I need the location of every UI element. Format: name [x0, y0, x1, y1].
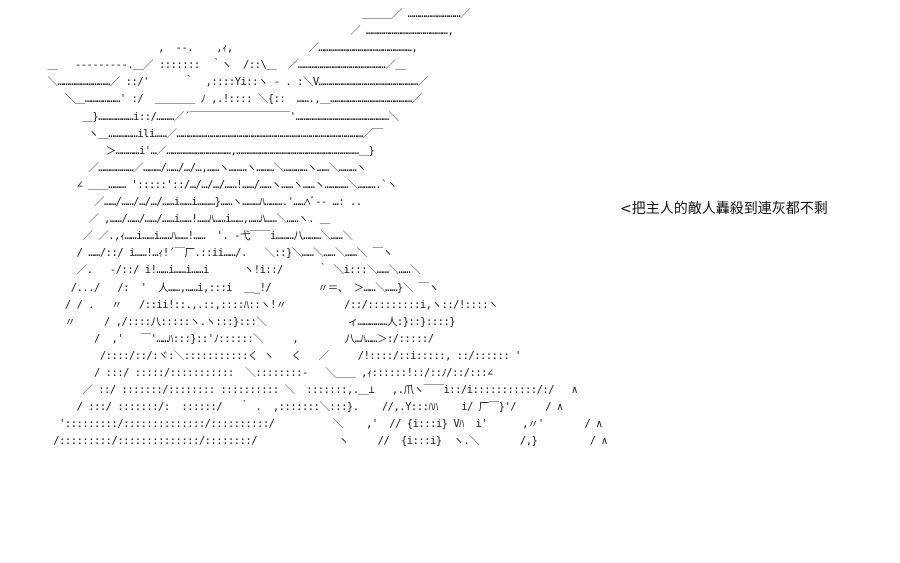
ascii-art-line: , ‐-. ,ｨ, ／…………………………………………, — [30, 42, 418, 55]
ascii-art-line: ／ ::/ :::::::/:::::::: :::::::::: ＼ ::::… — [30, 384, 578, 397]
ascii-art-line: / ,' ￣'……ﾊ:::}::'ﾉ::::::＼ , 八…ﾊ……＞:/::::… — [30, 332, 434, 345]
ascii-art-line: ／………………／………/……/…/…,……ヽ………ヽ………＼…………ヽ……＼……… — [30, 161, 367, 174]
ascii-art-line: ／ ……………………………………, — [30, 25, 454, 38]
ascii-art-line: ＿ ‐‐‐‐‐‐‐‐-.＿／ ::::::: ｀ヽ /::\＿ ／…………………… — [30, 59, 406, 72]
ascii-art-line: ／……/……/…/…/……i……i………}……ヽ………ﾊ……….'……ﾍﾞ-‐ … — [30, 196, 362, 209]
ascii-art-line: ／. ‐/::/ i!……i……i……i ヽ!i::/ ｀ ＼i:::＼……＼…… — [30, 264, 421, 277]
ascii-art-line: /.../ /: ' 人……,……i,:::i ＿_!/ 〃＝、 ＞……＼……}… — [30, 281, 439, 294]
ascii-art-line: ＿＿＿／ ………………………／ — [30, 8, 471, 20]
speech-text: <把主人的敵人轟殺到連灰都不剩 — [620, 201, 828, 217]
ascii-art-line: / ……/::/ i……!…ｨ!´￣厂.::ii……/. ＼::}＼……＼……＼… — [30, 247, 393, 260]
ascii-art-line: ヽ＿……………ili……／………………………………………………………………………… — [30, 127, 383, 140]
ascii-art-line: ／ ／.,ｨ……i……i……ﾊ……!…… '. ‐弋￣￣i………八………＼……＼ — [30, 230, 353, 243]
ascii-art-line: ／ ,……/……/……/……i……!……ﾊ……i……,……ﾊ……＼……ヽ. ＿ — [30, 213, 330, 226]
ascii-art-line: ∠ ＿＿……… ':::::'::/…/…/…/……!……/……ヽ……ヽ……ヽ…… — [30, 178, 398, 191]
ascii-art-line: 〃 / ,/::::八:::::ヽ.ヽ:::}:::＼ ィ……………人:}::}… — [30, 315, 456, 328]
ascii-art-line: ＼＿………………' :/ ＿＿＿＿ ﾉ ,.!:::: ＼{:: …….,＿……… — [30, 93, 422, 106]
ascii-art-line: / :::/ :::::/::::::::::: ＼::::::::‐ ＼＿＿ … — [30, 366, 493, 379]
ascii-art-line: ＿}………………i::/………／´￣￣￣￣￣￣￣￣￣￣'………………………………… — [30, 110, 399, 123]
ascii-art-line: /::::/::/:ヾ:＼:::::::::::く ヽ く ／ /!::::/:… — [30, 349, 521, 362]
ascii-art-figure: ＿＿＿／ ………………………／ ／ ……………………………………, , ‐-. … — [30, 6, 607, 450]
ascii-art-line: ＞…………i'…／……………………………,…………………………………………………… — [30, 144, 375, 157]
ascii-art-line: / / . 〃 /::ii!::.,.::,::::ﾊ::ヽ!〃 /::/:::… — [30, 298, 499, 311]
ascii-art-line: / :::/ :::::::/: ::::::/ ｀ . ,:::::::＼::… — [30, 401, 564, 414]
ascii-art-line: ＼………………………／ ::/' ｀ ,::::Yi::ヽ ‐ . :＼V………… — [30, 76, 428, 89]
ascii-art-line: ':::::::::/::::::::::::::/::::::::::/ ＼ … — [30, 418, 602, 431]
ascii-art-line: /:::::::::/::::::::::::::/::::::::/ ヽ //… — [30, 435, 608, 448]
